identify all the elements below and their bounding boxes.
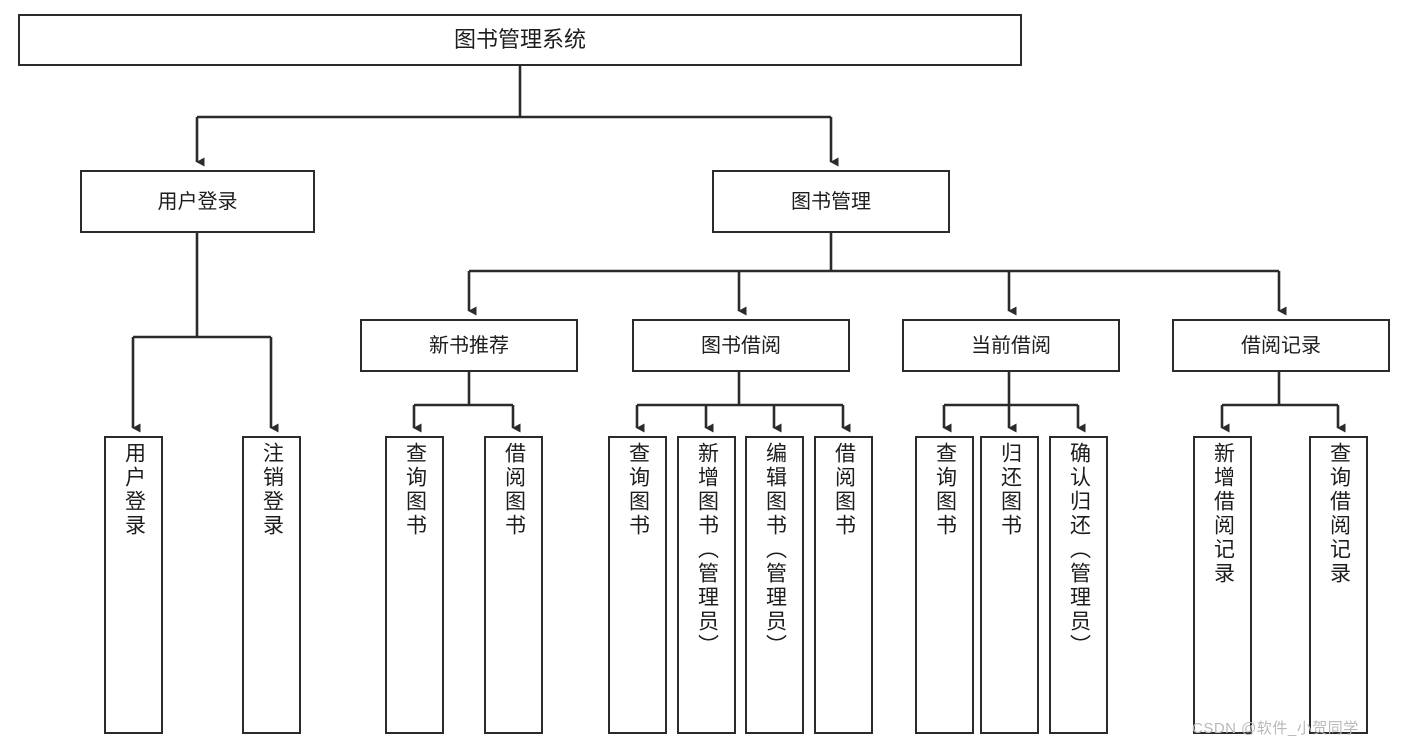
node-borrow-record[interactable]: 借阅记录: [1172, 319, 1390, 372]
leaf-borrow-add-book-admin-label: 新增图书（管理员）: [695, 442, 719, 658]
leaf-current-confirm-return-admin[interactable]: 确认归还（管理员）: [1049, 436, 1108, 734]
leaf-recommend-borrow-book-label: 借阅图书: [502, 442, 526, 538]
leaf-borrow-edit-book-admin[interactable]: 编辑图书（管理员）: [745, 436, 804, 734]
node-user-login-label: 用户登录: [157, 190, 238, 213]
leaf-current-return-book[interactable]: 归还图书: [980, 436, 1039, 734]
leaf-recommend-borrow-book[interactable]: 借阅图书: [484, 436, 543, 734]
leaf-user-login-signin-label: 用户登录: [122, 442, 146, 538]
leaf-current-query-book-label: 查询图书: [933, 442, 957, 538]
leaf-current-return-book-label: 归还图书: [998, 442, 1022, 538]
leaf-borrow-borrow-book[interactable]: 借阅图书: [814, 436, 873, 734]
leaf-record-query-record[interactable]: 查询借阅记录: [1309, 436, 1368, 734]
node-user-login[interactable]: 用户登录: [80, 170, 315, 233]
leaf-record-add-record[interactable]: 新增借阅记录: [1193, 436, 1252, 734]
leaf-recommend-query-book[interactable]: 查询图书: [385, 436, 444, 734]
leaf-borrow-query-book[interactable]: 查询图书: [608, 436, 667, 734]
leaf-borrow-add-book-admin[interactable]: 新增图书（管理员）: [677, 436, 736, 734]
node-book-management[interactable]: 图书管理: [712, 170, 950, 233]
leaf-borrow-borrow-book-label: 借阅图书: [832, 442, 856, 538]
node-book-management-label: 图书管理: [791, 190, 871, 213]
leaf-user-login-signout-label: 注销登录: [260, 442, 284, 538]
node-current-borrow[interactable]: 当前借阅: [902, 319, 1120, 372]
leaf-user-login-signin[interactable]: 用户登录: [104, 436, 163, 734]
node-borrow-record-label: 借阅记录: [1241, 334, 1321, 357]
watermark-credit: CSDN @软件_小贺同学: [1192, 720, 1359, 737]
node-new-book-recommend-label: 新书推荐: [429, 334, 509, 357]
leaf-borrow-query-book-label: 查询图书: [626, 442, 650, 538]
leaf-record-query-record-label: 查询借阅记录: [1327, 442, 1351, 586]
node-root-book-management-system[interactable]: 图书管理系统: [18, 14, 1022, 66]
node-new-book-recommend[interactable]: 新书推荐: [360, 319, 578, 372]
leaf-current-confirm-return-admin-label: 确认归还（管理员）: [1067, 442, 1091, 658]
node-current-borrow-label: 当前借阅: [971, 334, 1051, 357]
leaf-recommend-query-book-label: 查询图书: [403, 442, 427, 538]
leaf-record-add-record-label: 新增借阅记录: [1211, 442, 1235, 586]
leaf-current-query-book[interactable]: 查询图书: [915, 436, 974, 734]
leaf-user-login-signout[interactable]: 注销登录: [242, 436, 301, 734]
node-root-label: 图书管理系统: [453, 27, 586, 52]
node-book-borrow[interactable]: 图书借阅: [632, 319, 850, 372]
leaf-borrow-edit-book-admin-label: 编辑图书（管理员）: [763, 442, 787, 658]
node-book-borrow-label: 图书借阅: [701, 334, 781, 357]
